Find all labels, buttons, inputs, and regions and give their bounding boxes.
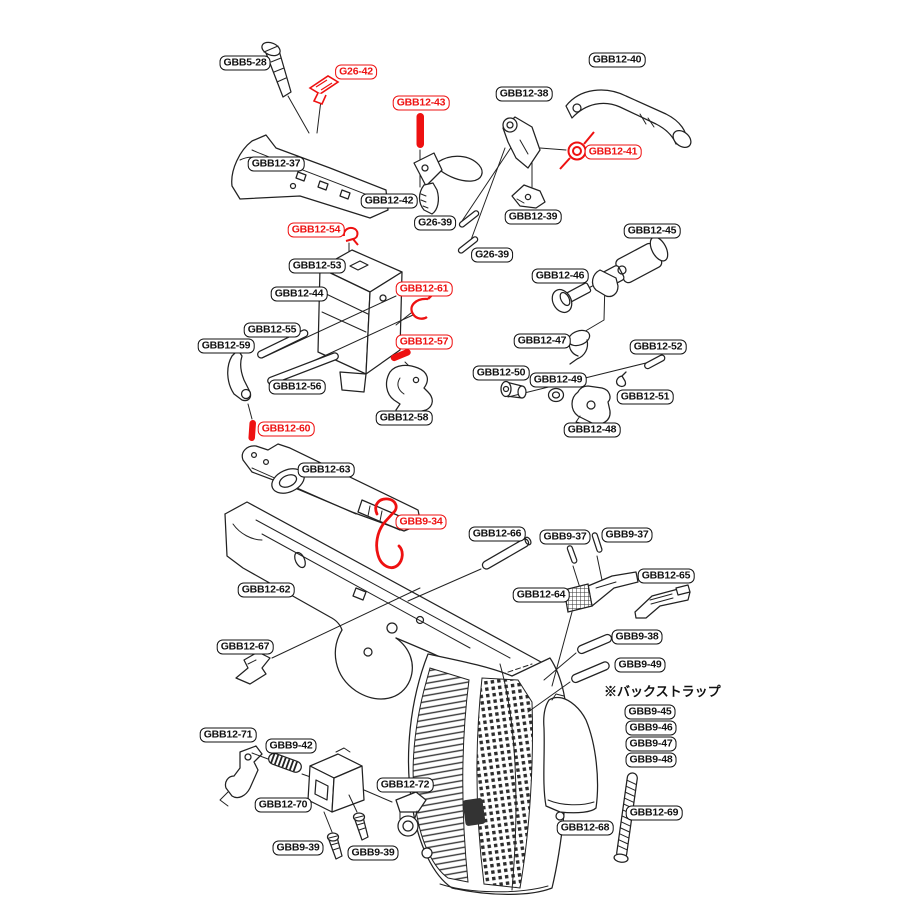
part-gbb5-28-screw (261, 41, 310, 134)
part-label-gbb12-65: GBB12-65 (637, 568, 695, 584)
part-gbb12-46-plunger (551, 282, 592, 314)
part-label-gbb12-70: GBB12-70 (254, 797, 312, 813)
part-gbb12-50-cylinder (500, 380, 527, 399)
part-grip (407, 653, 569, 895)
part-gbb12-38-trigger-bar (502, 116, 567, 169)
part-label-gbb12-49: GBB12-49 (529, 372, 587, 388)
part-gbb12-56-pin (267, 352, 339, 385)
part-label-gbb9-38: GBB9-38 (611, 629, 663, 645)
part-label-gbb12-53: GBB12-53 (288, 258, 346, 274)
part-gbb12-60-red-pin (248, 420, 256, 442)
part-label-gbb12-62: GBB12-62 (237, 582, 295, 598)
part-g26-39-pins (457, 210, 480, 254)
part-gbb12-71-lever (219, 745, 263, 807)
part-gbb9-38-pin (543, 633, 613, 681)
part-label-gbb9-39: GBB9-39 (347, 845, 399, 861)
part-gbb12-72-bracket (395, 791, 427, 837)
part-label-gbb12-51: GBB12-51 (616, 389, 674, 405)
part-label-gbb12-60: GBB12-60 (257, 421, 315, 437)
part-gbb12-70-housing (307, 747, 393, 813)
part-label-gbb12-54: GBB12-54 (287, 222, 345, 238)
part-label-gbb12-58: GBB12-58 (375, 410, 433, 426)
part-label-gbb9-37: GBB9-37 (539, 529, 591, 545)
part-gbb9-34-red-wire (374, 497, 404, 569)
part-label-gbb12-47: GBB12-47 (513, 333, 571, 349)
part-label-gbb12-56: GBB12-56 (268, 379, 326, 395)
part-label-gbb12-39: GBB12-39 (504, 209, 562, 225)
part-label-gbb9-42: GBB9-42 (265, 738, 317, 754)
part-gbb12-49-grommet (547, 387, 565, 403)
part-gbb12-65-lever (634, 584, 691, 619)
part-label-g26-39: G26-39 (471, 247, 513, 263)
part-label-gbb12-37: GBB12-37 (247, 156, 305, 172)
part-gbb12-66-pin (407, 536, 532, 602)
part-gbb9-49-pin (527, 661, 610, 713)
part-gbb12-51-clip (616, 371, 627, 387)
backstrap-note: ※バックストラップ (604, 684, 721, 699)
part-gbb12-40-trigger-arm (565, 89, 692, 148)
part-gbb12-42-trigger (413, 152, 483, 215)
part-label-gbb12-40: GBB12-40 (588, 52, 646, 68)
part-label-gbb12-64: GBB12-64 (512, 587, 570, 603)
part-gbb12-58-knocker (385, 364, 433, 416)
part-label-gbb12-50: GBB12-50 (472, 365, 530, 381)
part-label-gbb5-28: GBB5-28 (219, 55, 271, 71)
part-gbb12-68-backstrap (543, 693, 599, 821)
part-label-g26-39: G26-39 (414, 215, 456, 231)
part-gbb12-59-lever (227, 349, 253, 420)
part-label-gbb12-44: GBB12-44 (270, 286, 328, 302)
part-label-gbb9-48: GBB9-48 (625, 752, 677, 768)
part-label-g26-42: G26-42 (335, 64, 377, 80)
part-gbb9-39-screws (323, 794, 369, 860)
part-label-gbb12-72: GBB12-72 (376, 777, 434, 793)
part-gbb12-67-spring-plate (235, 587, 421, 685)
part-label-gbb12-71: GBB12-71 (199, 727, 257, 743)
part-label-gbb9-39: GBB9-39 (272, 840, 324, 856)
part-label-gbb12-48: GBB12-48 (563, 422, 621, 438)
part-label-gbb12-67: GBB12-67 (216, 639, 274, 655)
part-label-gbb12-66: GBB12-66 (468, 526, 526, 542)
part-label-gbb12-38: GBB12-38 (495, 86, 553, 102)
part-label-gbb12-55: GBB12-55 (243, 322, 301, 338)
part-gbb9-37-pins (566, 532, 603, 589)
part-gbb12-64-mag-catch (551, 571, 639, 687)
part-label-gbb9-37: GBB9-37 (601, 527, 653, 543)
part-gbb12-48-knocker (571, 385, 611, 425)
part-label-gbb12-61: GBB12-61 (395, 281, 453, 297)
part-label-gbb9-46: GBB9-46 (625, 720, 677, 736)
part-gbb12-52-pin (644, 354, 666, 370)
part-label-gbb9-34: GBB9-34 (395, 514, 447, 530)
part-label-gbb12-63: GBB12-63 (297, 462, 355, 478)
part-label-gbb12-43: GBB12-43 (392, 95, 450, 111)
part-label-gbb12-52: GBB12-52 (629, 339, 687, 355)
part-label-gbb12-69: GBB12-69 (625, 805, 683, 821)
part-gbb12-45-assembly (591, 236, 669, 298)
part-label-gbb12-41: GBB12-41 (584, 144, 642, 160)
part-label-gbb12-68: GBB12-68 (556, 820, 614, 836)
part-label-gbb12-57: GBB12-57 (395, 334, 453, 350)
part-label-gbb9-47: GBB9-47 (625, 736, 677, 752)
part-gbb12-39-bracket (511, 184, 546, 209)
part-label-gbb12-42: GBB12-42 (360, 193, 418, 209)
part-label-gbb9-49: GBB9-49 (614, 657, 666, 673)
part-g26-42-red-clip (308, 75, 340, 134)
part-label-gbb12-59: GBB12-59 (197, 338, 255, 354)
part-label-gbb12-45: GBB12-45 (623, 223, 681, 239)
part-label-gbb12-46: GBB12-46 (531, 268, 589, 284)
part-label-gbb9-45: GBB9-45 (624, 704, 676, 720)
